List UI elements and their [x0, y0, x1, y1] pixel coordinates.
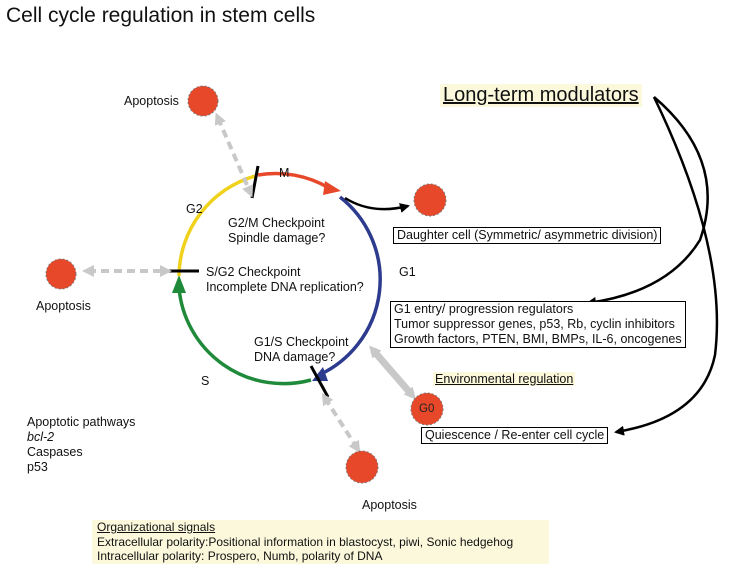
g1-phase-arc: [318, 195, 382, 377]
apoptosis-left-cell: [45, 258, 77, 290]
g1s-checkpoint-bar: [309, 365, 330, 398]
page-title: Cell cycle regulation in stem cells: [6, 4, 316, 27]
apoptosis-bottom-label: Apoptosis: [362, 498, 417, 512]
s-phase-arc: [177, 287, 312, 386]
sg2-checkpoint-label: S/G2 Checkpoint Incomplete DNA replicati…: [206, 265, 364, 294]
g2m-checkpoint-label: G2/M Checkpoint Spindle damage?: [228, 216, 326, 245]
g2-phase-label: G2: [186, 202, 203, 216]
s-arc-arrowhead: [172, 275, 186, 293]
organizational-signals-box: Organizational signals Extracellular pol…: [92, 520, 549, 564]
quiescence-box: Quiescence / Re-enter cell cycle: [421, 427, 609, 444]
apoptosis-top-cell: [187, 85, 219, 117]
environmental-regulation-label: Environmental regulation: [433, 372, 576, 386]
organizational-signals-heading: Organizational signals: [97, 520, 216, 534]
apoptosis-left-label: Apoptosis: [36, 299, 91, 313]
g2m-checkpoint-bar: [250, 165, 260, 199]
apoptotic-pathways-heading: Apoptotic pathways: [27, 415, 136, 429]
g1s-checkpoint-label: G1/S Checkpoint DNA damage?: [254, 335, 349, 364]
g0-label: G0: [419, 403, 435, 415]
apoptotic-pathway-item: bcl-2: [27, 430, 55, 444]
long-term-modulators-label: Long-term modulators: [440, 84, 642, 107]
long-term-to-g1-arrow: [586, 96, 709, 307]
apoptosis-top-arrow: [214, 112, 254, 198]
daughter-cell-arrow: [344, 196, 410, 213]
organizational-signal-line: Extracellular polarity:Positional inform…: [97, 534, 514, 549]
daughter-cell-circle: [413, 183, 447, 217]
m-arc-arrowhead: [323, 181, 341, 195]
m-phase-arc: [257, 171, 330, 190]
daughter-cell-box: Daughter cell (Symmetric/ asymmetric div…: [393, 227, 662, 244]
apoptosis-top-label: Apoptosis: [124, 94, 179, 108]
g1-regulators-box: G1 entry/ progression regulators Tumor s…: [390, 301, 686, 348]
m-phase-label: M: [279, 166, 290, 180]
g0-cell: [410, 392, 444, 426]
s-phase-label: S: [201, 374, 210, 388]
g0-environment-arrow: [369, 345, 416, 400]
apoptotic-pathway-item: Caspases: [27, 445, 83, 459]
apoptotic-pathway-item: p53: [27, 460, 48, 474]
long-term-to-quiescence-arrow: [614, 96, 719, 436]
apoptosis-bottom-arrow: [321, 392, 361, 454]
organizational-signal-line: Intracellular polarity: Prospero, Numb, …: [97, 549, 383, 563]
apoptotic-pathways-list: Apoptotic pathways bcl-2 Caspases p53: [27, 415, 135, 475]
g1-phase-label: G1: [399, 265, 416, 279]
apoptosis-bottom-cell: [345, 450, 379, 484]
